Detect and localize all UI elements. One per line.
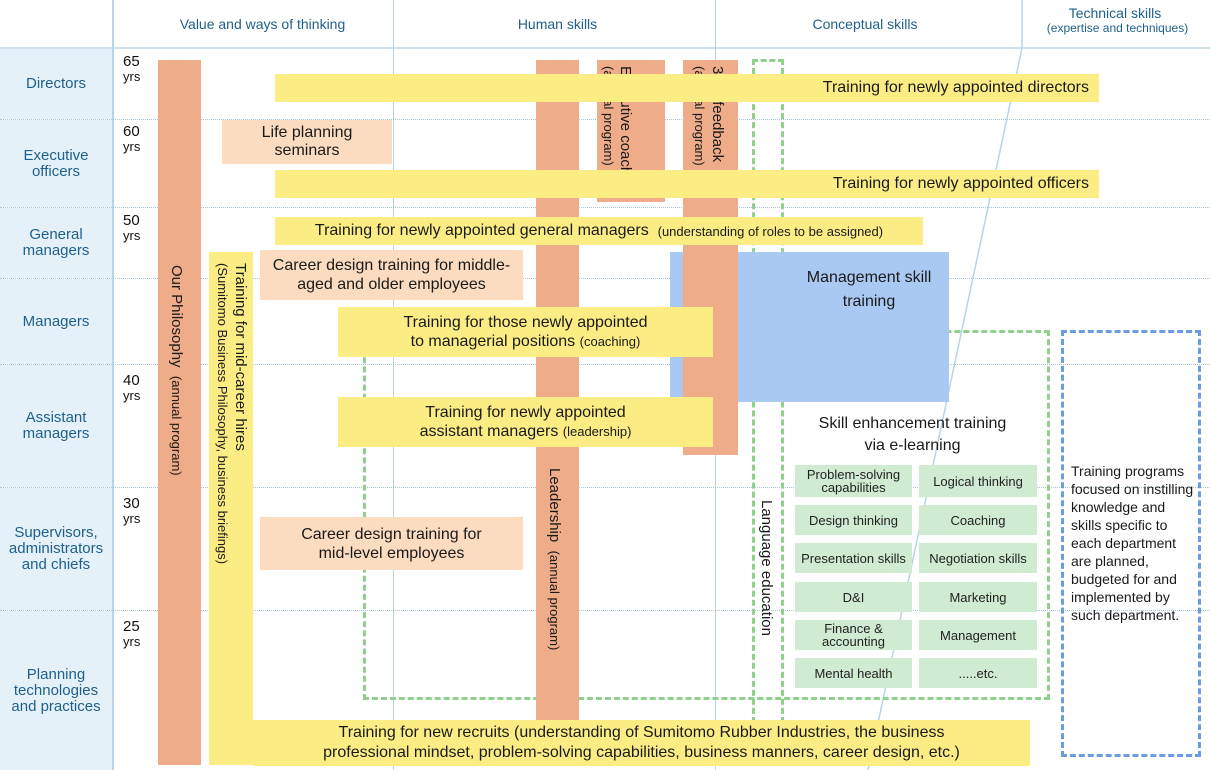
- our-philosophy-label: Our Philosophy (annual program): [168, 265, 185, 476]
- training-new-general-managers: Training for newly appointed general man…: [275, 217, 923, 245]
- department-programs-text: Training programs focused on instilling …: [1071, 463, 1194, 623]
- elearning-title: Skill enhancement training via e-learnin…: [818, 415, 1007, 454]
- row-divider: [0, 207, 1210, 208]
- role-supervisors: Supervisors, administrators and chiefs: [0, 488, 112, 610]
- skill-finance-accounting: Finance & accounting: [795, 620, 912, 650]
- career-design-middle-aged: Career design training for middle-aged a…: [260, 250, 523, 300]
- feedback-360-bar: [683, 60, 738, 455]
- header-value-thinking: Value and ways of thinking: [179, 16, 346, 32]
- training-new-recruits: Training for new recruits (understanding…: [253, 720, 1030, 766]
- skill-marketing: Marketing: [919, 582, 1037, 612]
- skill-etc: .....etc.: [919, 658, 1037, 688]
- header-human-skills: Human skills: [517, 16, 598, 32]
- skill-design-thinking: Design thinking: [795, 505, 912, 535]
- header-conceptual-skills: Conceptual skills: [812, 16, 918, 32]
- skill-d-and-i: D&I: [795, 582, 912, 612]
- our-philosophy-bar: [158, 60, 201, 765]
- training-new-officers: Training for newly appointed officers: [275, 170, 1099, 198]
- header-separator: [0, 47, 1210, 49]
- career-design-mid-level: Career design training for mid-level emp…: [260, 517, 523, 570]
- life-planning-seminars: Life planning seminars: [222, 120, 392, 164]
- row-divider: [0, 278, 1210, 279]
- header-technical-subtitle: (expertise and techniques): [1046, 21, 1189, 35]
- row-divider: [0, 364, 1210, 365]
- skill-management: Management: [919, 620, 1037, 650]
- skill-problem-solving: Problem-solving capabilities: [795, 465, 912, 497]
- mid-career-hires-label: Training for mid-career hires(Sumitomo B…: [215, 263, 249, 565]
- department-programs-dashed-box: [1061, 330, 1201, 757]
- skill-coaching: Coaching: [919, 505, 1037, 535]
- role-planning-technologies: Planning technologies and practices: [0, 611, 112, 770]
- skill-presentation: Presentation skills: [795, 543, 912, 573]
- row-divider: [0, 487, 1210, 488]
- column-divider-2: [393, 0, 394, 770]
- language-education-label: Language education: [758, 500, 775, 636]
- skill-logical-thinking: Logical thinking: [919, 465, 1037, 497]
- role-directors: Directors: [0, 49, 112, 119]
- role-assistant-managers: Assistant managers: [0, 365, 112, 487]
- management-skill-label: Management skill training: [806, 269, 932, 310]
- training-new-directors: Training for newly appointed directors: [275, 74, 1099, 102]
- column-divider-1: [112, 0, 114, 770]
- header-technical-skills: Technical skills: [1068, 5, 1162, 21]
- role-general-managers: General managers: [0, 208, 112, 278]
- role-managers: Managers: [0, 279, 112, 364]
- header-band: [0, 0, 1210, 48]
- mid-career-hires-bar: [209, 252, 253, 765]
- skill-mental-health: Mental health: [795, 658, 912, 688]
- leadership-label: Leadership (annual program): [546, 468, 563, 651]
- role-executive-officers: Executive officers: [0, 120, 112, 207]
- training-new-managerial: Training for those newly appointed to ma…: [338, 307, 713, 357]
- training-new-assistant-managers: Training for newly appointed assistant m…: [338, 397, 713, 447]
- row-divider: [0, 610, 1210, 611]
- skill-negotiation: Negotiation skills: [919, 543, 1037, 573]
